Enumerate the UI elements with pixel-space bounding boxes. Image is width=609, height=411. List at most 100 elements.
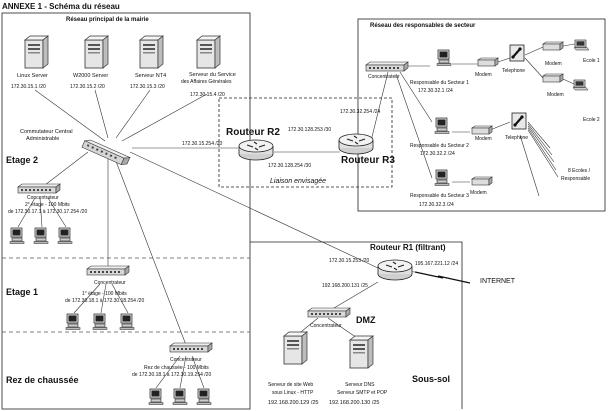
hub-etage1-line2: de 172.30.18.1 à 172.30.18.254 /20 (65, 298, 144, 304)
modem-icon (542, 41, 564, 51)
ecoles-label-2: Responsable (561, 176, 590, 182)
dmz-web-line2: sous Linux - HTTP (272, 390, 314, 396)
hub-icon (365, 61, 409, 72)
ecole-1-label: Ecole 1 (583, 58, 600, 64)
modem-5-label: Modem (547, 92, 564, 98)
hub-etage2: Concentrateur 2° étage - 100 Mbits de 17… (8, 183, 87, 215)
workstation-icon (119, 313, 135, 330)
modem-icon (542, 73, 564, 83)
ecole-2-label: Ecole 2 (583, 117, 600, 123)
router-r2-ip-top: 172.30.128.253 /30 (288, 127, 331, 133)
resp1-ip: 172.30.32.1 /24 (418, 88, 453, 94)
hub-icon (169, 342, 213, 353)
ecoles-label-1: 8 Ecoles / (568, 168, 591, 174)
section-title-mairie: Réseau principal de la mairie (66, 17, 149, 23)
router-icon (338, 133, 374, 155)
workstation-icon (172, 388, 188, 405)
server-affaires-ip: 172.30.15.4 /20 (190, 92, 225, 98)
workstation-icon (148, 388, 164, 405)
dmz-dns-line2: Serveur SMTP et POP (337, 390, 388, 396)
linux-server-icon (24, 35, 49, 69)
floor-label-rdc: Rez de chaussée (6, 375, 79, 385)
modem-icon (477, 57, 499, 67)
workstation-icon (196, 388, 212, 405)
central-switch: Commutateur Central Administrable (20, 129, 131, 166)
modem-3-label: Modem (470, 190, 487, 196)
workstation-icon (434, 169, 450, 186)
dmz-web-ip: 192.168.200.129 /25 (268, 400, 318, 406)
floor-dividers (2, 257, 250, 333)
modem-icon (471, 176, 493, 186)
liaison-label: Liaison envisagée (270, 178, 326, 185)
resp3-name: Responsable du Secteur 3 (410, 193, 469, 199)
workstation-icon (9, 227, 25, 244)
router-r3-name: Routeur R3 (341, 155, 395, 166)
responsable-3: Responsable du Secteur 3 172.30.32.3 /24 (410, 169, 469, 208)
server-affaires-name2: des Affaires Générales (181, 79, 232, 85)
router-icon (377, 259, 413, 281)
floor-label-etage1: Etage 1 (6, 287, 38, 297)
responsable-1: Responsable du Secteur 1 172.30.32.1 /24 (410, 49, 469, 94)
hub-icon (86, 265, 130, 276)
hub-dmz-title: Concentrateur (310, 323, 342, 329)
router-r1-ip-left: 172.30.15.253 /20 (329, 258, 370, 264)
school-computer-icon (573, 39, 590, 51)
hub-secteur: Concentrateur (365, 61, 409, 80)
floor-label-soussol: Sous-sol (412, 374, 450, 384)
server-linux-ip: 172.30.15.1 /20 (11, 84, 46, 90)
router-icon (238, 139, 274, 161)
hub-rdc-line1: Rez de chaussée - 100 Mbits (144, 365, 209, 371)
page-title: ANNEXE 1 - Schéma du réseau (2, 2, 120, 11)
nt4-server-icon (139, 35, 164, 69)
affaires-server-icon (196, 35, 221, 69)
floor-label-etage2: Etage 2 (6, 155, 38, 165)
school-computer-icon (572, 79, 589, 91)
dmz-label: DMZ (356, 315, 376, 325)
dmz-dns-ip: 192.168.200.130 /25 (329, 400, 379, 406)
router-r1: Routeur R1 (filtrant) 172.30.15.253 /20 … (322, 243, 458, 289)
router-r2: Routeur R2 172.30.15.254 /20 172.30.128.… (182, 127, 331, 169)
hub-secteur-title: Concentrateur (368, 74, 400, 80)
server-w2000-name: W2000 Server (73, 73, 108, 79)
section-frames (1, 12, 606, 410)
w2000-server-icon (84, 35, 109, 69)
links (17, 46, 559, 389)
dmz-dns-line1: Serveur DNS (345, 382, 375, 388)
web-server-icon (283, 331, 308, 365)
modem-2-label: Modem (475, 136, 492, 142)
hub-etage2-title: Concentrateur (27, 195, 59, 201)
liaison-frame (218, 97, 393, 188)
hub-etage2-line1: 2° étage - 100 Mbits (25, 202, 70, 208)
resp1-name: Responsable du Secteur 1 (410, 80, 469, 86)
responsable-2: Responsable du Secteur 2 172.30.32.2 /24 (410, 117, 469, 157)
switch-label-1: Commutateur Central (20, 129, 73, 135)
server-w2000-ip: 172.30.15.2 /20 (70, 84, 105, 90)
dmz-server-web: Serveur de site Web sous Linux - HTTP 19… (268, 331, 318, 406)
internet-label: INTERNET (480, 278, 516, 285)
workstation-icon (436, 49, 452, 66)
router-r1-ip-right: 195.167.221.12 /24 (415, 261, 458, 267)
modem-icon (471, 125, 493, 135)
hub-dmz: Concentrateur (307, 307, 351, 329)
telephone-2-label: Telephone (505, 135, 528, 141)
telephone-icon (508, 43, 526, 63)
server-nt4-name: Serveur NT4 (135, 73, 166, 79)
server-nt4: Serveur NT4 172.30.15.3 /20 (130, 35, 166, 90)
dmz-server-dns: Serveur DNS Serveur SMTP et POP 192.168.… (329, 335, 388, 406)
resp3-ip: 172.30.32.3 /24 (419, 202, 454, 208)
server-affaires: Serveur du Service des Affaires Générale… (181, 35, 236, 98)
internet-link-bolt (414, 271, 471, 284)
hub-etage1-line1: 1° étage - 100 Mbits (82, 291, 127, 297)
section-title-secteur: Réseau des responsables de secteur (370, 23, 476, 29)
server-linux: Linux Server 172.30.15.1 /20 (11, 35, 49, 90)
router-r3-ip-top: 172.30.32.254 /24 (340, 109, 381, 115)
workstation-icon (57, 227, 73, 244)
router-r1-name: Routeur R1 (filtrant) (370, 243, 446, 252)
telephone-icon (510, 111, 528, 131)
hub-etage1-title: Concentrateur (94, 280, 126, 286)
dns-server-icon (349, 335, 374, 369)
server-w2000: W2000 Server 172.30.15.2 /20 (70, 35, 109, 90)
hub-etage1: Concentrateur 1° étage - 100 Mbits de 17… (65, 265, 144, 304)
